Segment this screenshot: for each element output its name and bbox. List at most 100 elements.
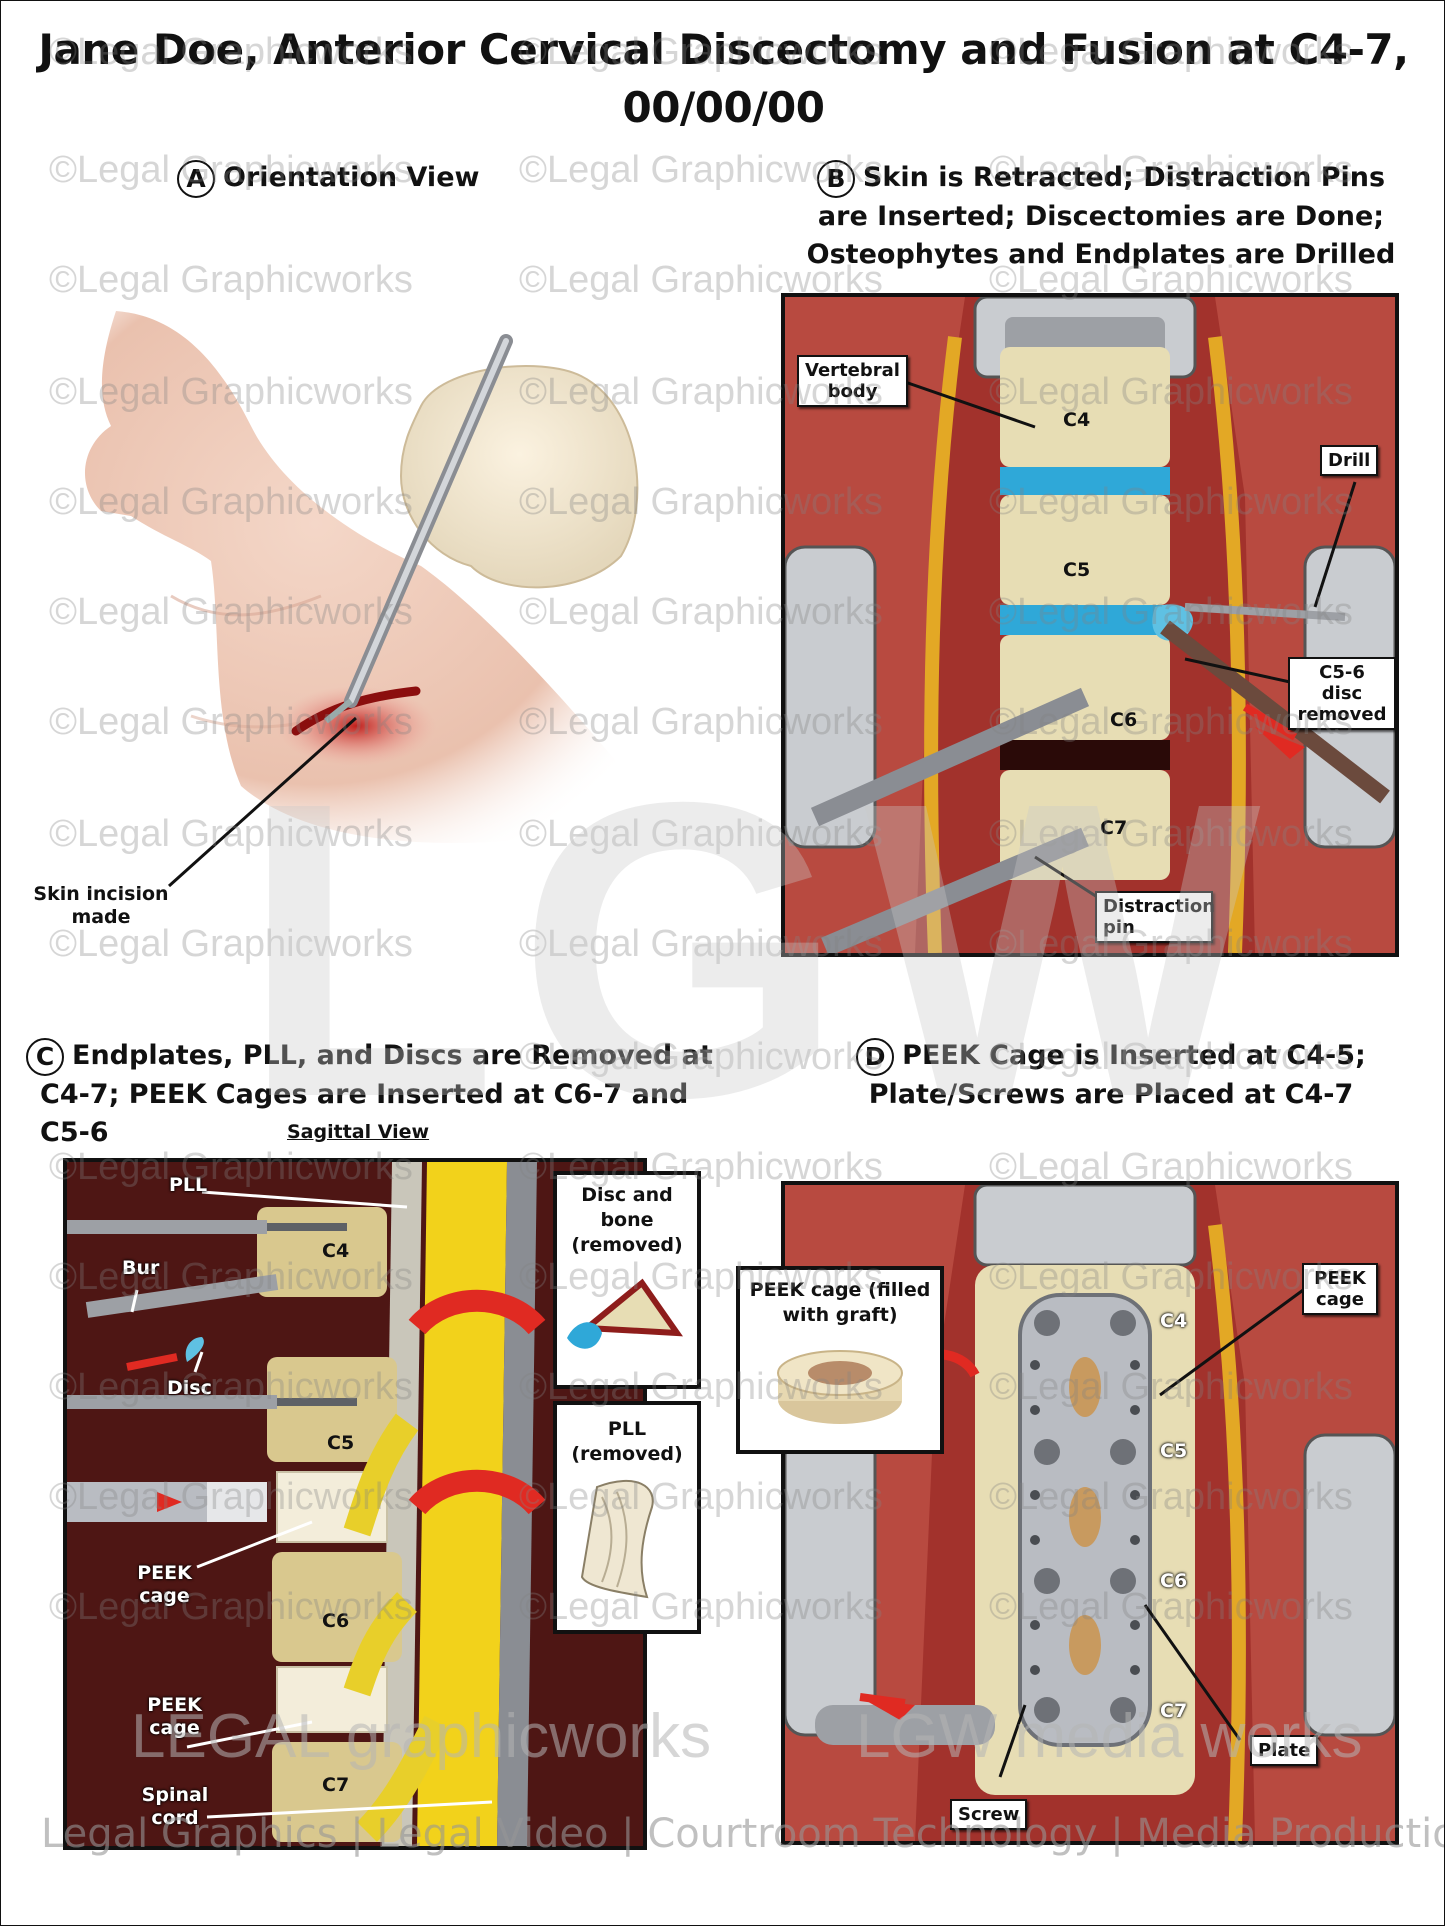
label-plate: Plate [1250, 1735, 1319, 1766]
inset-disc-and-bone: Disc and bone (removed) [553, 1171, 701, 1389]
panel-d-letter: D [856, 1037, 895, 1076]
inset-peek-cage-graphic [777, 1350, 903, 1424]
label-skin-incision: Skin incision made [33, 883, 169, 928]
panel-c-sagittal-view: PLL Bur Disc C4 C5 C6 C7 PEEK cage PEEK … [63, 1158, 647, 1850]
watermark-text: ©Legal Graphicworks [989, 481, 1353, 523]
watermark-text: ©Legal Graphicworks [49, 31, 413, 73]
watermark-text: ©Legal Graphicworks [519, 1586, 883, 1628]
watermark-text: ©Legal Graphicworks [519, 1256, 883, 1298]
watermark-text: ©Legal Graphicworks [989, 1476, 1353, 1518]
watermark-text: ©Legal Graphicworks [49, 701, 413, 743]
panel-c-letter: C [26, 1037, 64, 1076]
watermark-text: ©Legal Graphicworks [989, 1586, 1353, 1628]
watermark-text: ©Legal Graphicworks [519, 1036, 883, 1078]
panel-c-heading: C Endplates, PLL, and Discs are Removed a… [26, 1037, 746, 1152]
watermark-text: ©Legal Graphicworks [49, 591, 413, 633]
page-title-date: 00/00/00 [622, 83, 825, 132]
panel-a-letter: A [177, 159, 215, 198]
watermark-text: ©Legal Graphicworks [519, 259, 883, 301]
watermark-text: ©Legal Graphicworks [989, 31, 1353, 73]
panel-a-neck-illustration [84, 311, 662, 888]
watermark-text: ©Legal Graphicworks [49, 1366, 413, 1408]
watermark-text: ©Legal Graphicworks [989, 1256, 1353, 1298]
inset-peek-cage: PEEK cage (filled with graft) [736, 1266, 944, 1454]
label-distraction-pin: Distraction pin [1095, 891, 1215, 943]
panel-c-heading-line2: C4-7; PEEK Cages are Inserted at C6-7 an… [40, 1078, 689, 1148]
panel-b-heading-line1: Skin is Retracted; Distraction Pins [862, 162, 1386, 193]
watermark-text: ©Legal Graphicworks [989, 813, 1353, 855]
watermark-text: ©Legal Graphicworks [519, 813, 883, 855]
panel-b-heading-line3: Osteophytes and Endplates are Drilled [806, 238, 1396, 270]
watermark-text: ©Legal Graphicworks [519, 923, 883, 965]
watermark-text: ©Legal Graphicworks [519, 31, 883, 73]
label-peek-cage-c67: PEEK cage [147, 1694, 202, 1739]
watermark-text: ©Legal Graphicworks [519, 701, 883, 743]
label-drill: Drill [1320, 445, 1379, 476]
inset-pll-title: PLL (removed) [571, 1418, 683, 1465]
label-c-pll: PLL [169, 1174, 208, 1196]
watermark-text: ©Legal Graphicworks [989, 149, 1353, 191]
inset-pll-graphic [580, 1479, 654, 1599]
watermark-big-letters: LGW [241, 716, 1281, 1185]
watermark-logo-right: LGW media works [856, 1702, 1363, 1771]
watermark-text: ©Legal Graphicworks [989, 371, 1353, 413]
page-title: Jane Doe, Anterior Cervical Discectomy a… [38, 25, 1409, 74]
watermark-footer: Legal Graphics | Legal Video | Courtroom… [41, 1811, 1445, 1857]
watermark-text: ©Legal Graphicworks [519, 591, 883, 633]
watermark-text: ©Legal Graphicworks [49, 149, 413, 191]
watermark-text: ©Legal Graphicworks [989, 923, 1353, 965]
label-spinal-cord: Spinal cord [141, 1784, 209, 1829]
label-disc: Disc [167, 1377, 212, 1399]
panel-b-letter: B [816, 159, 855, 198]
inset-peek-cage-title: PEEK cage (filled with graft) [749, 1279, 931, 1326]
watermark-text: ©Legal Graphicworks [519, 371, 883, 413]
watermark-text: ©Legal Graphicworks [989, 591, 1353, 633]
label-b-c5: C5 [1063, 559, 1091, 581]
panel-b-surgical-view: Vertebral body C4 C5 C6 C7 Drill C5-6 di… [781, 293, 1399, 957]
watermark-text: ©Legal Graphicworks [519, 481, 883, 523]
label-c56-disc-removed: C5-6 disc removed [1288, 657, 1395, 730]
watermark-text: ©Legal Graphicworks [989, 1036, 1353, 1078]
watermark-text: ©Legal Graphicworks [989, 1146, 1353, 1188]
watermark-text: ©Legal Graphicworks [519, 149, 883, 191]
panel-a-heading: A Orientation View [177, 159, 479, 198]
watermark-logo-left: LEGAL graphicworks [131, 1702, 712, 1771]
label-c-c6: C6 [322, 1610, 350, 1632]
label-d-c5: C5 [1160, 1440, 1188, 1462]
label-vertebral-body: Vertebral body [797, 355, 908, 407]
watermark-text: ©Legal Graphicworks [49, 481, 413, 523]
label-b-c7: C7 [1100, 817, 1128, 839]
label-c-c7: C7 [322, 1774, 350, 1796]
label-peek-cage-c56: PEEK cage [137, 1562, 192, 1607]
panel-b-heading-line2: are Inserted; Discectomies are Done; [817, 200, 1385, 232]
inset-disc-bone-graphic [567, 1278, 683, 1349]
watermark-text: ©Legal Graphicworks [519, 1476, 883, 1518]
inset-disc-and-bone-title: Disc and bone (removed) [571, 1184, 683, 1256]
label-bur: Bur [122, 1257, 160, 1279]
label-d-peek-cage: PEEK cage [1302, 1263, 1378, 1315]
watermark-text: ©Legal Graphicworks [49, 259, 413, 301]
label-d-c6: C6 [1160, 1570, 1188, 1592]
watermark-text: ©Legal Graphicworks [49, 813, 413, 855]
inset-pll: PLL (removed) [553, 1401, 701, 1634]
label-b-c6: C6 [1110, 709, 1138, 731]
watermark-text: ©Legal Graphicworks [49, 923, 413, 965]
label-b-c4: C4 [1063, 409, 1091, 431]
label-d-c4: C4 [1160, 1310, 1188, 1332]
watermark-text: ©Legal Graphicworks [989, 1366, 1353, 1408]
watermark-text: ©Legal Graphicworks [519, 1366, 883, 1408]
watermark-text: ©Legal Graphicworks [49, 371, 413, 413]
panel-c-anatomy [67, 1162, 643, 1846]
label-d-c7: C7 [1160, 1700, 1188, 1722]
watermark-text: ©Legal Graphicworks [989, 701, 1353, 743]
panel-c-heading-line1: Endplates, PLL, and Discs are Removed at [72, 1040, 713, 1071]
watermark-text: ©Legal Graphicworks [49, 1256, 413, 1298]
watermark-text: ©Legal Graphicworks [49, 1586, 413, 1628]
watermark-text: ©Legal Graphicworks [989, 259, 1353, 301]
label-c-c5: C5 [327, 1432, 355, 1454]
watermark-text: ©Legal Graphicworks [49, 1146, 413, 1188]
panel-a-heading-text: Orientation View [223, 162, 480, 193]
